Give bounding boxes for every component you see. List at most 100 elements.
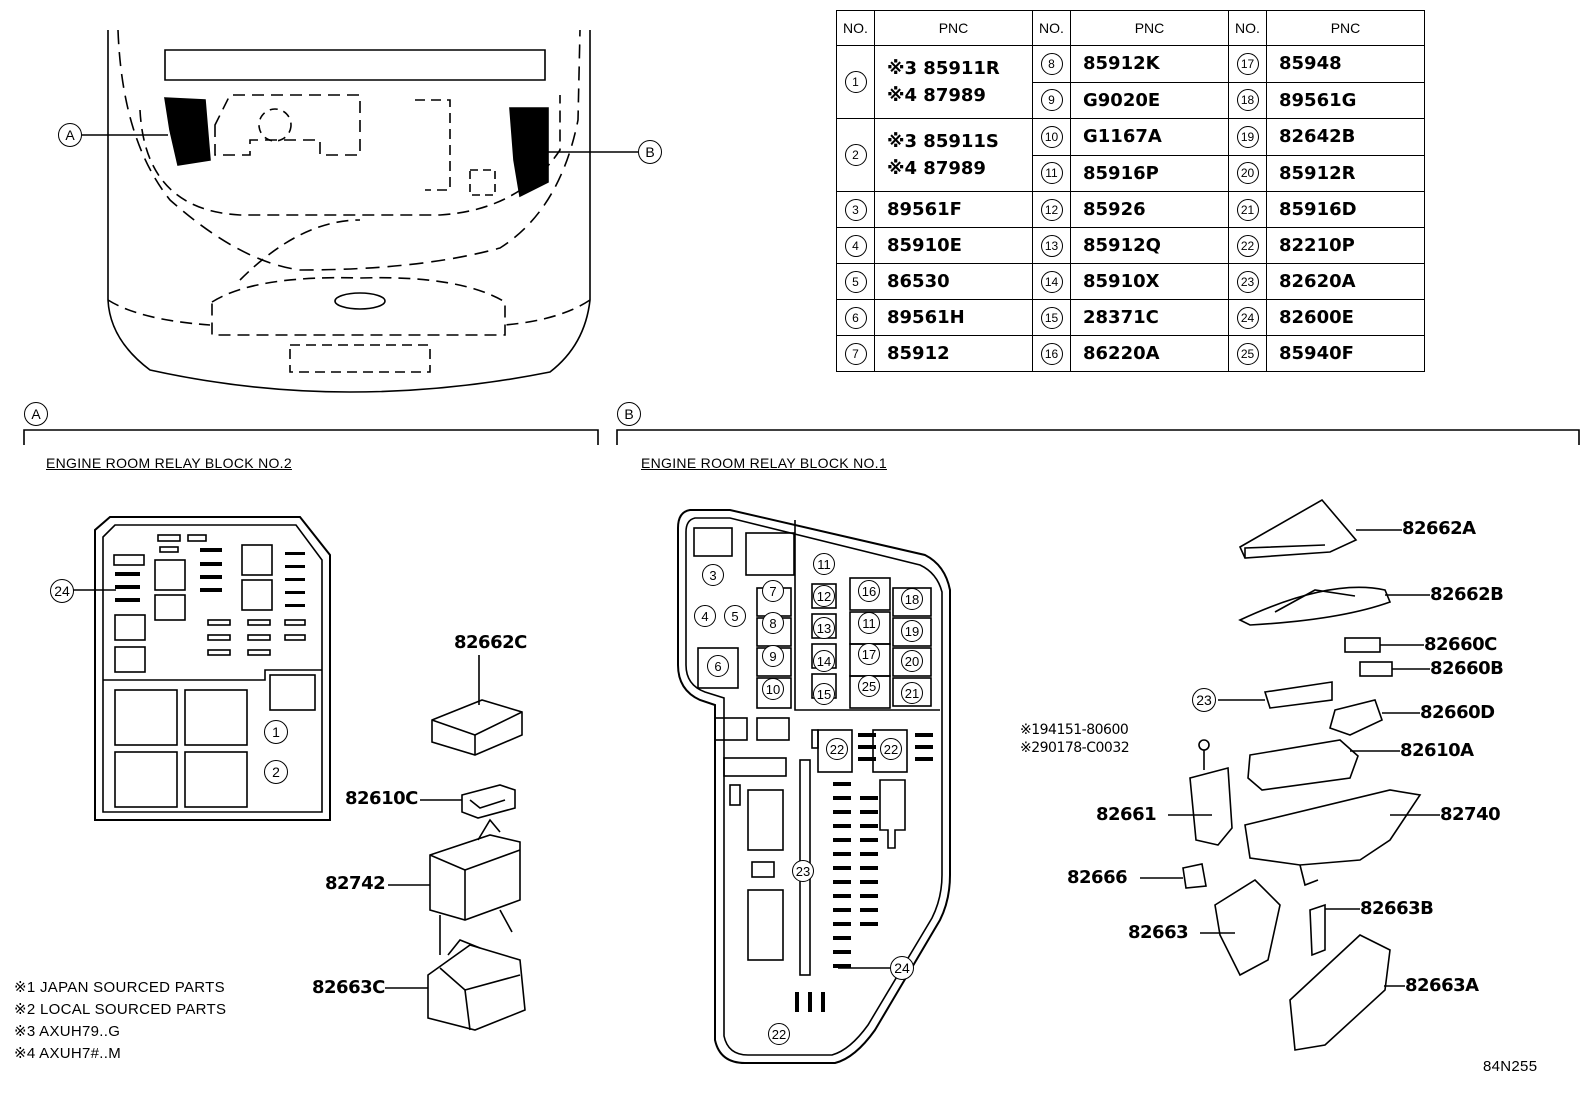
pnc-value: 86220A — [1070, 335, 1229, 372]
row-number: 21 — [1236, 198, 1259, 221]
callout-6: 6 — [707, 655, 729, 677]
pnc-value: 85948 — [1266, 45, 1425, 83]
table-row: 1 ※3 85911R ※4 87989 8 85912K 17 85948 — [836, 45, 1425, 119]
pnc-value: 85916P — [1070, 154, 1229, 192]
section-b-title: ENGINE ROOM RELAY BLOCK NO.1 — [641, 455, 887, 471]
callout-23: 23 — [792, 860, 814, 882]
part-82663: 82663 — [1128, 922, 1189, 943]
row-number: 16 — [1040, 342, 1063, 365]
pnc-value: 85912Q — [1070, 227, 1229, 264]
pnc-value: G1167A — [1070, 118, 1229, 156]
row-number: 1 — [844, 71, 867, 93]
pnc-value: 28371C — [1070, 299, 1229, 336]
callout-2: 2 — [264, 760, 288, 784]
row-number: 25 — [1236, 342, 1259, 365]
row-number: 11 — [1040, 162, 1063, 185]
row-number: 17 — [1236, 52, 1259, 75]
callout-15: 15 — [813, 683, 835, 705]
callout-11: 11 — [813, 553, 835, 575]
part-82666: 82666 — [1067, 867, 1128, 888]
pnc-value: 82642B — [1266, 118, 1425, 156]
callout-22b: 22 — [880, 738, 902, 760]
pnc-value: 89561F — [874, 191, 1033, 228]
callout-18: 18 — [901, 588, 923, 610]
part-82663a: 82663A — [1405, 975, 1479, 996]
pnc-value: 82620A — [1266, 263, 1425, 300]
pnc-value: G9020E — [1070, 81, 1229, 119]
part-82740: 82740 — [1440, 804, 1501, 825]
header-pnc: PNC — [1070, 10, 1229, 46]
pnc-value: 82210P — [1266, 227, 1425, 264]
section-b-bracket — [616, 429, 1580, 445]
row-number: 20 — [1236, 162, 1259, 185]
callout-9: 9 — [762, 645, 784, 667]
header-no: NO. — [1228, 10, 1267, 46]
row-number: 23 — [1236, 270, 1259, 293]
callout-21: 21 — [901, 682, 923, 704]
pnc-value: 85912 — [874, 335, 1033, 372]
part-82610c: 82610C — [345, 788, 418, 809]
row-number-cell: 1 — [836, 45, 875, 119]
section-a-title: ENGINE ROOM RELAY BLOCK NO.2 — [46, 455, 292, 471]
fastener-local: ※290178-C0032 — [1020, 740, 1130, 756]
section-b-marker: B — [617, 402, 641, 426]
pnc-value: 85910E — [874, 227, 1033, 264]
row-number: 12 — [1040, 198, 1063, 221]
parts-b-drawing — [1140, 498, 1440, 1051]
callout-4: 4 — [694, 605, 716, 627]
part-82663c: 82663C — [312, 977, 385, 998]
callout-17: 17 — [858, 643, 880, 665]
table-row: 2 ※3 85911S ※4 87989 10 G1167A 19 82642B — [836, 118, 1425, 192]
pnc-value: ※4 87989 — [887, 158, 986, 179]
pnc-value: ※3 85911S — [887, 131, 999, 152]
part-82663b: 82663B — [1360, 898, 1434, 919]
table-row: 5 86530 14 85910X 23 82620A — [836, 263, 1425, 300]
pnc-value: 82600E — [1266, 299, 1425, 336]
row-number: 6 — [844, 306, 867, 329]
callout-14: 14 — [813, 650, 835, 672]
row-number: 15 — [1040, 306, 1063, 329]
note-3: ※3 AXUH79..G — [14, 1023, 121, 1040]
callout-3: 3 — [702, 564, 724, 586]
callout-8: 8 — [762, 612, 784, 634]
callout-20: 20 — [901, 650, 923, 672]
callout-16: 16 — [858, 580, 880, 602]
header-no: NO. — [1032, 10, 1071, 46]
callout-22: 22 — [826, 738, 848, 760]
section-a-marker: A — [24, 402, 48, 426]
row-number: 13 — [1040, 234, 1063, 257]
pnc-cell: ※3 85911S ※4 87989 — [874, 118, 1033, 192]
callout-19: 19 — [901, 620, 923, 642]
row-number: 8 — [1040, 52, 1063, 75]
header-no: NO. — [836, 10, 875, 46]
parts-a-drawing — [385, 655, 526, 1031]
table-row: 4 85910E 13 85912Q 22 82210P — [836, 227, 1425, 264]
row-number: 14 — [1040, 270, 1063, 293]
pnc-value: 85912K — [1070, 45, 1229, 83]
pnc-value: ※3 85911R — [887, 58, 1000, 79]
callout-1: 1 — [264, 720, 288, 744]
row-number: 3 — [844, 198, 867, 221]
callout-a: A — [58, 123, 82, 147]
row-number: 18 — [1236, 89, 1259, 112]
note-1: ※1 JAPAN SOURCED PARTS — [14, 979, 225, 996]
note-4: ※4 AXUH7#..M — [14, 1045, 122, 1062]
row-number: 2 — [844, 144, 867, 166]
row-number: 24 — [1236, 306, 1259, 329]
pnc-cell: ※3 85911R ※4 87989 — [874, 45, 1033, 119]
part-82660c: 82660C — [1424, 634, 1497, 655]
callout-12: 12 — [813, 585, 835, 607]
callout-10: 10 — [762, 678, 784, 700]
pnc-value: ※4 87989 — [887, 85, 986, 106]
relay-block-no2-drawing — [72, 516, 331, 821]
illustration-code: 84N255 — [1483, 1058, 1538, 1075]
pnc-value: 85910X — [1070, 263, 1229, 300]
row-number: 9 — [1040, 89, 1063, 112]
part-82742: 82742 — [325, 873, 386, 894]
table-header-row: NO. PNC NO. PNC NO. PNC — [836, 10, 1425, 46]
row-number: 4 — [844, 234, 867, 257]
note-2: ※2 LOCAL SOURCED PARTS — [14, 1001, 227, 1018]
table-row: 7 85912 16 86220A 25 85940F — [836, 335, 1425, 372]
pnc-value: 85916D — [1266, 191, 1425, 228]
